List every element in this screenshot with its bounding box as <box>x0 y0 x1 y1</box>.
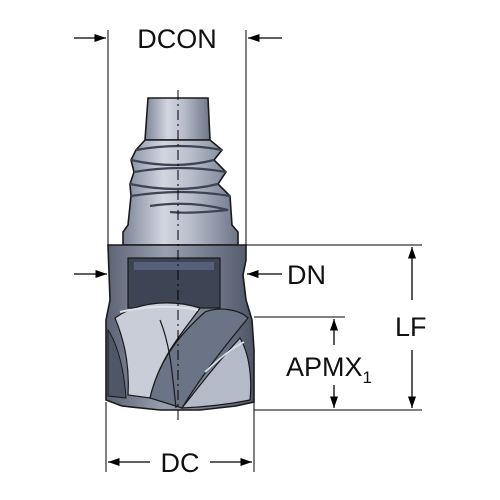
label-dcon: DCON <box>137 24 217 54</box>
dim-dcon: DCON <box>74 24 282 245</box>
helical-flutes <box>107 302 252 409</box>
label-apmx: APMX1 <box>286 352 372 387</box>
label-dc: DC <box>161 448 200 478</box>
label-apmx-subscript: 1 <box>363 368 372 387</box>
label-apmx-main: APMX <box>286 352 363 382</box>
dim-dn: DN <box>74 260 326 290</box>
dim-apmx: APMX1 <box>254 316 372 408</box>
dim-dc: DC <box>105 402 255 478</box>
neck-pocket-highlight <box>134 262 214 270</box>
thread-grooves <box>129 144 231 214</box>
label-lf: LF <box>395 312 427 342</box>
label-dn: DN <box>287 260 326 290</box>
end-mill-tool <box>105 97 255 411</box>
dim-lf: LF <box>246 244 427 411</box>
